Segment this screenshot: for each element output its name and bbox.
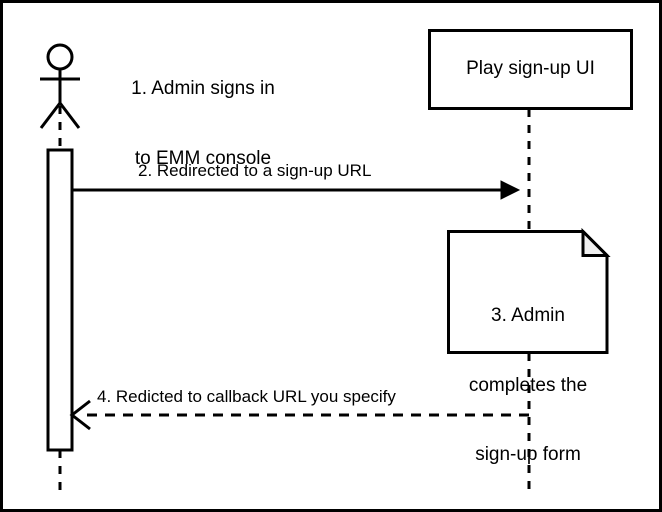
note-body-step3[interactable] [447,230,609,354]
stick-figure-actor-icon [39,43,81,129]
message-label-step1-line2: to EMM console [134,147,272,169]
participant-label: Play sign-up UI [466,58,595,79]
note-label-step3-line3: sign-up form [475,444,581,466]
message-arrowhead-step2-filled [500,180,521,200]
message-label-step2: 2. Redirected to a sign-up URL [138,161,372,180]
actor-activation-bar [46,148,74,452]
message-arrowhead-step4-open [69,399,91,431]
note-fold-corner-step3 [581,227,611,257]
note-label-step3-line1: 3. Admin [491,305,565,327]
participant-box-play-signup-ui[interactable] [428,29,633,110]
note-label-step3-line2: completes the [468,374,588,396]
message-label-step1: 1. Admin signs in to EMM console [97,31,309,216]
message-label-step1-line1: 1. Admin signs in [131,78,275,100]
note-label-step3: 3. Admin completes the sign-up form [449,258,607,512]
message-label-step4: 4. Redicted to callback URL you specify [97,387,396,406]
